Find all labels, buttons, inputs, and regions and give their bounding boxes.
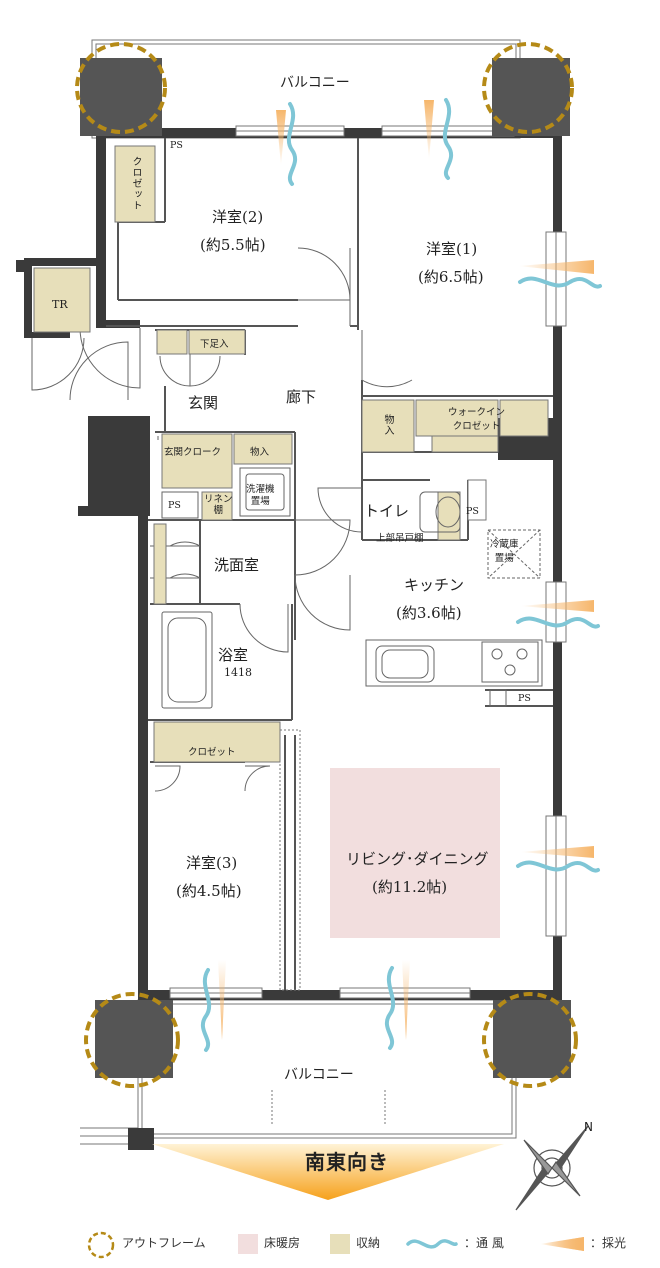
ps-label-1: PS [170,140,183,151]
western-room-3-size: (約4.5帖) [176,882,242,900]
ps-label-3: PS [466,506,479,517]
living-dining-size: (約11.2帖) [372,878,448,896]
light-indicators [218,100,594,1040]
direction-arrow [152,1144,504,1200]
kitchen-name: キッチン [404,576,465,594]
kitchen-size: (約3.6帖) [396,604,462,622]
legend-wind: ：通 風 [464,1236,504,1250]
heating-legend-swatch [238,1234,258,1254]
closet-western3-label: クロゼット [188,747,236,758]
storage-areas [33,145,549,763]
storage-2-label: 物入 [382,414,393,436]
western-room-1-name: 洋室(1) [426,240,478,258]
wind-legend-icon [406,1239,458,1249]
ps-label-2: PS [168,500,181,511]
legend-storage: 収納 [356,1236,381,1250]
legend-heating: 床暖房 [264,1236,301,1250]
balcony-top-label: バルコニー [280,75,350,91]
shoe-storage-label: 下足入 [200,339,229,350]
walkin-closet-label: ウォークイン クロゼット [448,407,506,432]
upper-shelf-label: 上部吊戸棚 [376,533,424,544]
storage-1-label: 物入 [250,447,270,458]
compass-icon [515,1125,589,1211]
western-room-2-name: 洋室(2) [212,208,264,226]
legend: アウトフレーム 床暖房 収納 ：通 風 ：採光 [0,1228,660,1259]
closet-western2-label: クロゼット [130,156,141,211]
outframe-legend-icon [87,1231,115,1259]
compass-north-label: N [584,1120,593,1134]
light-legend-icon [540,1237,584,1251]
western-room-3-name: 洋室(3) [186,854,238,872]
storage-legend-swatch [330,1234,350,1254]
fridge-space-label: 冷蔵庫 置場 [490,539,519,564]
western-room-1-size: (約6.5帖) [418,268,484,286]
living-dining-name: リビング･ダイニング [346,850,489,868]
linen-shelf-label: リネン 棚 [204,494,233,516]
corridor-label: 廊下 [286,388,317,406]
legend-outframe: アウトフレーム [122,1236,206,1250]
toilet-label: トイレ [364,502,410,520]
bath-fixtures [161,467,543,709]
orientation-label: 南東向き [305,1150,389,1174]
balcony-bottom-label: バルコニー [284,1067,354,1083]
washroom-label: 洗面室 [214,556,260,574]
floor-heating-area [330,768,500,938]
ventilation-indicators [200,98,602,1052]
entry-cloak-label: 玄関クローク [164,447,222,458]
washer-space-label: 洗濯機 置場 [246,484,275,507]
entrance-label: 玄関 [188,394,219,412]
outframe-columns [75,42,578,1088]
ps-label-4: PS [518,693,531,704]
bath-label: 浴室 [218,646,249,664]
western-room-2-size: (約5.5帖) [200,236,266,254]
legend-light: ：採光 [590,1236,627,1250]
bath-size: 1418 [224,666,252,679]
tr-label: TR [52,298,68,311]
